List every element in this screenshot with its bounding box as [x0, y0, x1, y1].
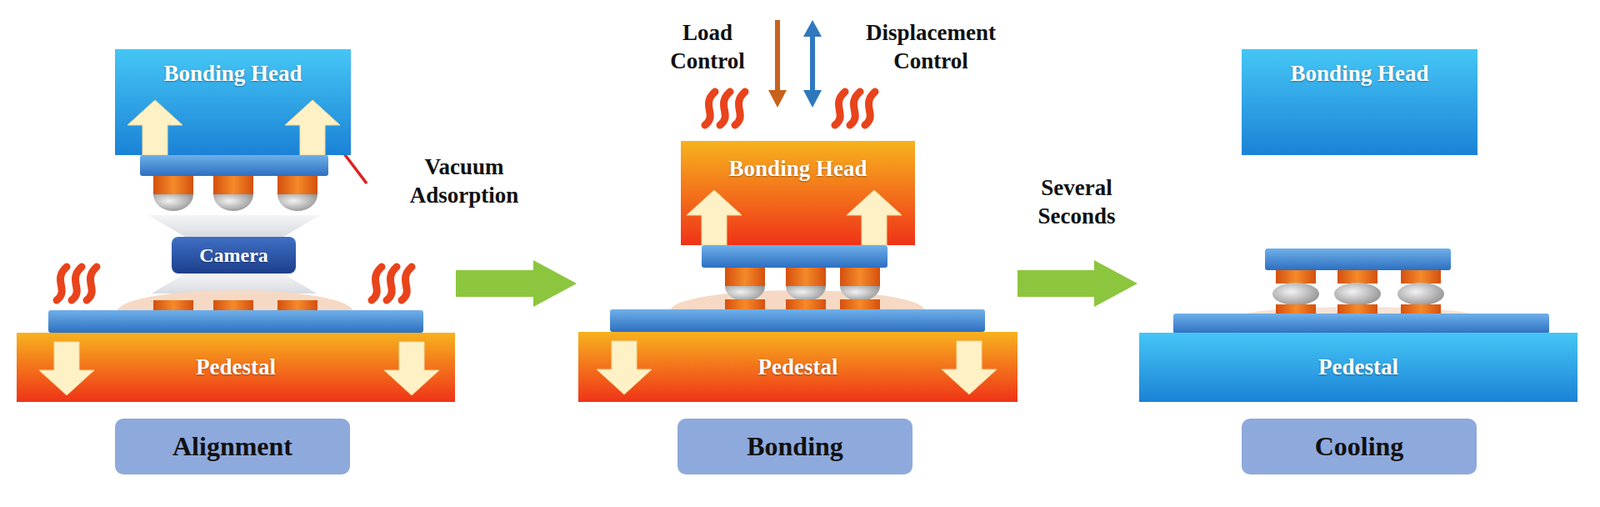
camera: Camera — [171, 236, 296, 274]
load-control-arrow — [768, 20, 787, 108]
part-name: Pedestal — [758, 354, 839, 380]
bonding-head: Bonding Head — [115, 49, 351, 155]
part-name: Camera — [199, 244, 269, 267]
pedestal: Pedestal — [1139, 332, 1578, 402]
pedestal: Pedestal — [16, 332, 455, 402]
stage-title: Bonding — [746, 430, 844, 462]
stage-label: Alignment — [115, 418, 350, 475]
displacement-control-arrow — [803, 20, 822, 108]
substrate — [48, 309, 1550, 334]
camera-light-cone — [148, 215, 320, 294]
stage-title: Alignment — [172, 430, 293, 462]
bonding-head: Bonding Head — [1241, 49, 1478, 155]
annotation-label: Vacuum Adsorption — [397, 152, 531, 210]
annotation-label: Several Seconds — [1018, 173, 1135, 230]
part-name: Bonding Head — [729, 155, 868, 182]
part-name: Pedestal — [1318, 354, 1399, 380]
part-name: Pedestal — [195, 354, 276, 380]
stage-title: Cooling — [1315, 430, 1405, 462]
pedestal: Pedestal — [578, 331, 1018, 402]
stage-label: Bonding — [677, 418, 913, 475]
stage-label: Cooling — [1241, 418, 1477, 475]
process-arrow — [455, 260, 1138, 307]
bonding-head: Bonding Head — [680, 140, 915, 245]
part-name: Bonding Head — [164, 60, 303, 87]
annotation-label: Displacement Control — [843, 18, 1019, 75]
annotation-label: Load Control — [657, 18, 758, 75]
part-name: Bonding Head — [1290, 60, 1430, 87]
